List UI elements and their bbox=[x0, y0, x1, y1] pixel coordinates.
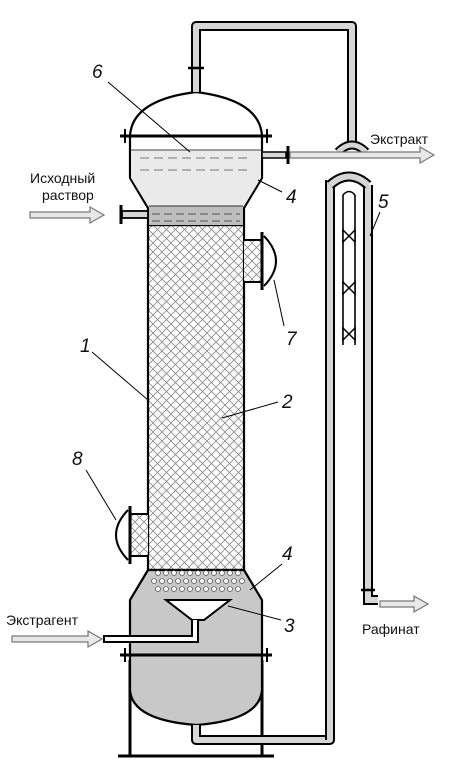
extractant-distributor bbox=[103, 599, 233, 643]
extractant-label: Экстрагент bbox=[6, 612, 79, 628]
number-6: 6 bbox=[92, 62, 103, 83]
manhole-8 bbox=[115, 506, 148, 564]
siphon-valves bbox=[342, 228, 356, 342]
raffinate-outlet bbox=[361, 588, 378, 605]
feed-arrow bbox=[29, 205, 106, 225]
manhole-7 bbox=[244, 232, 277, 290]
number-3: 3 bbox=[284, 616, 295, 637]
number-1: 1 bbox=[80, 336, 91, 357]
number-2: 2 bbox=[281, 392, 293, 413]
packing-section bbox=[146, 223, 246, 572]
number-5: 5 bbox=[378, 192, 389, 213]
dispersed-droplets bbox=[151, 570, 245, 592]
siphon-pipe bbox=[191, 21, 373, 745]
extractant-arrow bbox=[11, 629, 104, 649]
flow-arrows bbox=[11, 145, 436, 649]
leader-lines bbox=[85, 81, 381, 621]
extract-outlet bbox=[261, 140, 370, 164]
number-8: 8 bbox=[72, 449, 83, 470]
number-4-bottom: 4 bbox=[282, 544, 293, 565]
number-4-top: 4 bbox=[286, 187, 297, 208]
feed-label-line2: раствор bbox=[42, 187, 94, 203]
extract-label: Экстракт bbox=[370, 131, 429, 147]
feed-label-line1: Исходный bbox=[30, 170, 95, 186]
raffinate-arrow bbox=[379, 594, 430, 614]
number-7: 7 bbox=[286, 329, 298, 350]
extract-arrow bbox=[289, 145, 436, 165]
raffinate-label: Рафинат bbox=[362, 621, 420, 637]
feed-inlet-nozzle bbox=[119, 205, 149, 224]
bottom-settling-chamber bbox=[120, 568, 272, 727]
top-settling-chamber bbox=[120, 90, 272, 227]
